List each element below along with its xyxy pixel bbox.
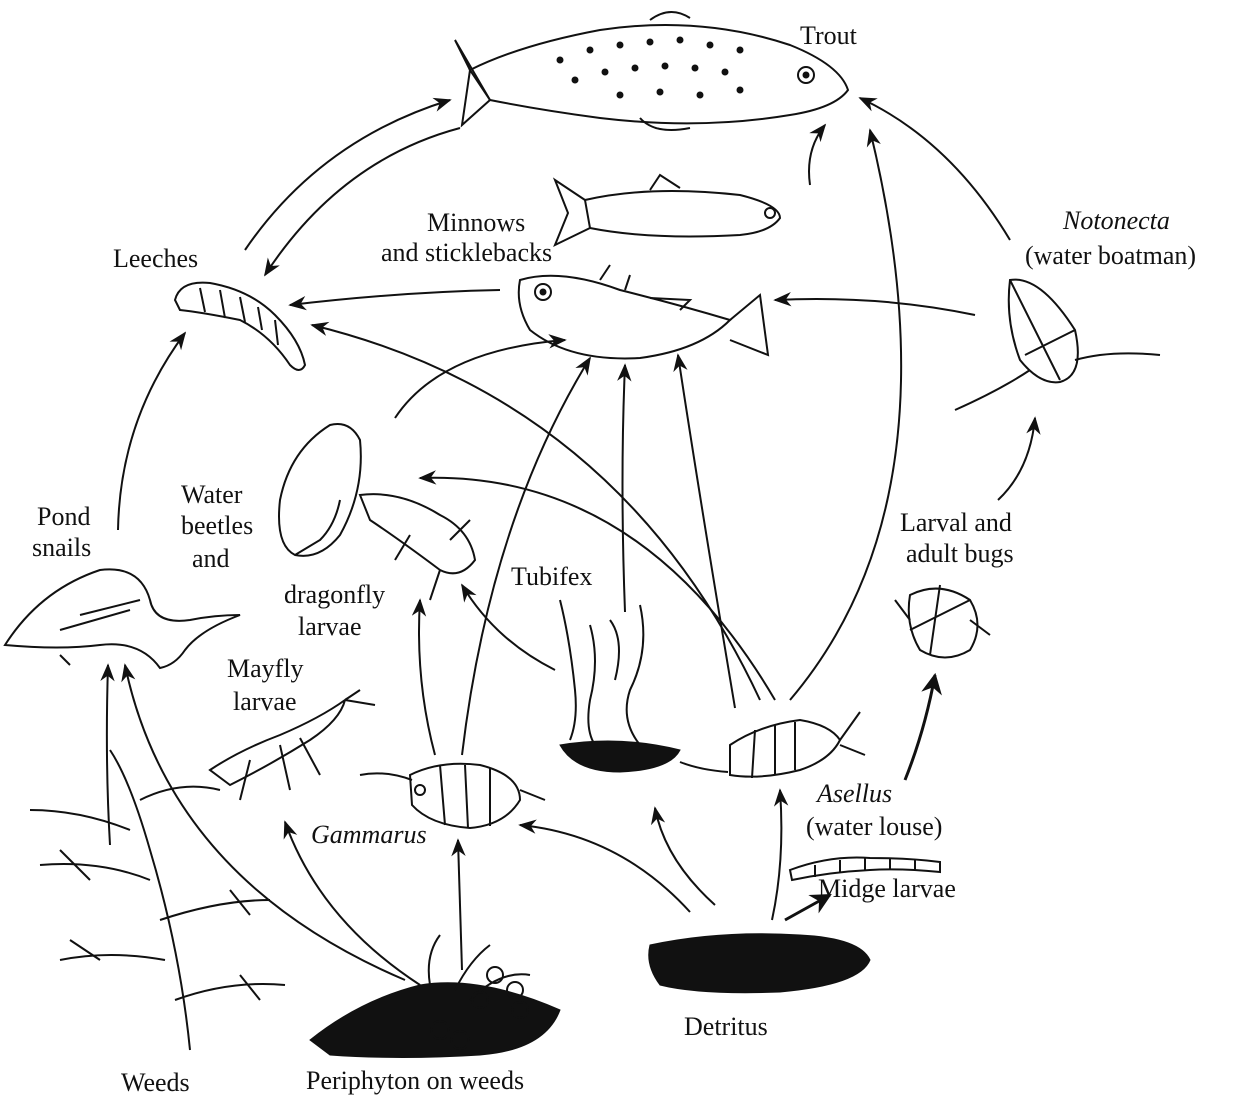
detritus-illustration xyxy=(649,934,870,993)
notonecta-illustration xyxy=(955,280,1160,410)
arrow-stickleback-to-leeches xyxy=(290,290,500,305)
label-mayfly-1: Mayfly xyxy=(227,654,304,683)
label-mayfly-2: larvae xyxy=(233,687,297,716)
arrow-beetles-to-stickleback xyxy=(395,340,565,418)
arrow-notonecta-to-stickleback xyxy=(775,299,975,315)
arrows xyxy=(107,98,1035,985)
arrow-notonecta-to-trout xyxy=(860,98,1010,240)
arrow-tubifex-to-dragonfly xyxy=(462,585,555,670)
pond-snail-illustration xyxy=(5,569,240,668)
arrow-asellus-to-bugs xyxy=(905,675,935,780)
label-asellus-2: (water louse) xyxy=(806,812,942,841)
label-water-beetles-2: beetles xyxy=(181,511,253,540)
arrow-snails-to-leeches xyxy=(118,333,185,530)
label-larval-bugs-1: Larval and xyxy=(900,508,1012,537)
label-minnows-2: and sticklebacks xyxy=(381,238,552,267)
label-periphyton: Periphyton on weeds xyxy=(306,1066,524,1095)
label-notonecta-1: Notonecta xyxy=(1062,206,1170,235)
arrow-detritus-to-asellus xyxy=(772,790,781,920)
arrow-periphyton-to-gammarus xyxy=(458,840,462,970)
asellus-illustration xyxy=(730,712,865,778)
gammarus-illustration xyxy=(360,764,545,828)
line-tubifex-asellus xyxy=(680,762,728,772)
weeds-illustration xyxy=(30,750,285,1050)
label-detritus: Detritus xyxy=(684,1012,768,1041)
label-dragonfly-2: larvae xyxy=(298,612,362,641)
label-larval-bugs-2: adult bugs xyxy=(906,539,1014,568)
label-leeches: Leeches xyxy=(113,244,198,273)
tubifex-illustration xyxy=(560,600,680,772)
arrow-gammarus-to-dragonfly xyxy=(419,600,435,755)
label-midge: Midge larvae xyxy=(818,874,956,903)
arrow-bugs-to-notonecta xyxy=(998,418,1035,500)
label-asellus-1: Asellus xyxy=(815,779,892,808)
leech-illustration xyxy=(175,283,305,370)
arrow-asellus-to-leeches xyxy=(312,325,760,700)
stickleback-illustration xyxy=(519,265,768,358)
water-beetle-illustration xyxy=(279,424,361,556)
label-minnows-1: Minnows xyxy=(427,208,525,237)
arrow-minnows-to-trout xyxy=(809,125,825,185)
larval-bug-illustration xyxy=(895,585,990,658)
label-dragonfly-1: dragonfly xyxy=(284,580,385,609)
arrow-asellus-to-trout xyxy=(790,130,901,700)
arrow-leeches-to-trout xyxy=(245,100,450,250)
label-pond-snails-2: snails xyxy=(32,533,91,562)
labels: Trout Minnows and sticklebacks Leeches N… xyxy=(32,21,1196,1097)
label-gammarus: Gammarus xyxy=(311,820,427,849)
label-trout: Trout xyxy=(800,21,858,50)
label-weeds: Weeds xyxy=(121,1068,190,1097)
arrow-asellus-to-beetles xyxy=(420,478,775,700)
arrow-detritus-to-tubifex xyxy=(655,808,715,905)
trout-illustration xyxy=(455,12,848,130)
arrow-tubifex-to-stickleback xyxy=(623,365,626,612)
label-tubifex: Tubifex xyxy=(511,562,592,591)
label-water-beetles-3: and xyxy=(192,544,230,573)
label-pond-snails-1: Pond xyxy=(37,502,90,531)
label-water-beetles-1: Water xyxy=(181,480,243,509)
arrow-asellus-to-stickleback xyxy=(678,355,735,708)
label-notonecta-2: (water boatman) xyxy=(1025,241,1196,270)
arrow-weeds-to-snails xyxy=(107,665,110,845)
minnow-illustration xyxy=(555,175,780,245)
